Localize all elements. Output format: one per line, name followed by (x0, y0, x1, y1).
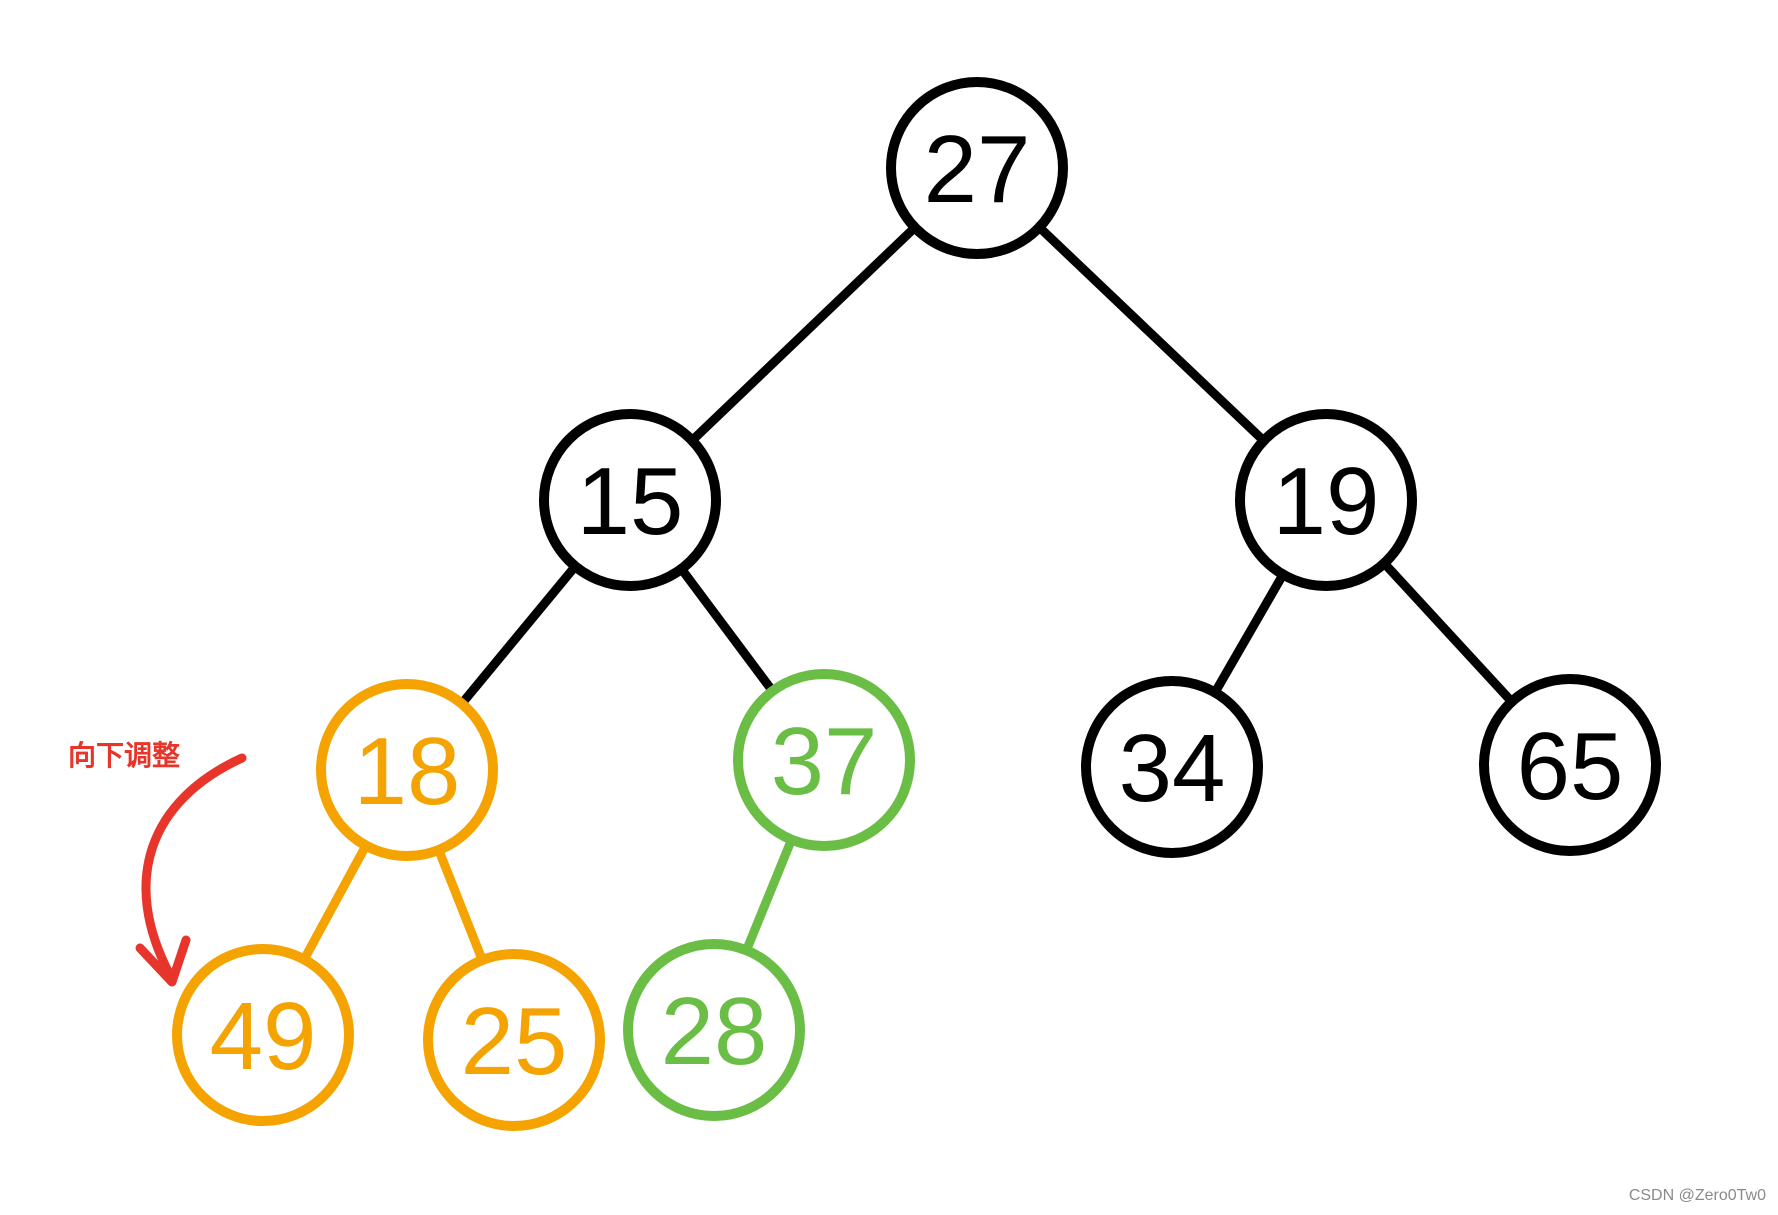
tree-node-value: 37 (771, 708, 878, 815)
tree-node-65: 65 (1479, 674, 1661, 856)
tree-edge-19-65 (1380, 560, 1516, 705)
tree-node-value: 19 (1273, 448, 1380, 555)
curved-down-arrow-icon (135, 753, 247, 987)
tree-edges (300, 224, 1516, 962)
tree-node-circle (623, 939, 805, 1121)
tree-node-25: 25 (423, 949, 605, 1131)
tree-node-value: 15 (577, 448, 684, 555)
tree-node-circle (423, 949, 605, 1131)
tree-node-value: 27 (924, 116, 1031, 223)
tree-node-circle (1479, 674, 1661, 856)
tree-node-37: 37 (733, 669, 915, 851)
tree-node-circle (1081, 676, 1263, 858)
tree-node-28: 28 (623, 939, 805, 1121)
adjust-down-annotation: 向下调整 (68, 739, 247, 987)
tree-edge-19-34 (1211, 572, 1287, 695)
tree-edge-27-19 (1036, 224, 1267, 444)
tree-edge-15-18 (458, 563, 579, 707)
watermark-text: CSDN @Zero0Tw0 (1628, 1187, 1766, 1204)
tree-node-49: 49 (172, 944, 354, 1126)
tree-node-15: 15 (539, 409, 721, 591)
adjust-down-label: 向下调整 (68, 739, 180, 772)
tree-edge-37-28 (742, 837, 796, 953)
tree-node-18: 18 (316, 679, 498, 861)
tree-node-circle (886, 77, 1068, 259)
tree-node-value: 65 (1517, 713, 1624, 820)
tree-node-circle (733, 669, 915, 851)
tree-node-circle (172, 944, 354, 1126)
tree-node-circle (539, 409, 721, 591)
tree-node-34: 34 (1081, 676, 1263, 858)
tree-node-circle (1235, 409, 1417, 591)
tree-node-value: 28 (661, 978, 768, 1085)
tree-node-circle (316, 679, 498, 861)
tree-node-value: 18 (354, 718, 461, 825)
tree-node-19: 19 (1235, 409, 1417, 591)
tree-nodes: 27 15 19 18 37 34 65 49 25 28 (172, 77, 1661, 1131)
tree-edge-18-49 (300, 843, 370, 962)
tree-edge-18-25 (434, 848, 487, 962)
tree-node-value: 49 (210, 983, 317, 1090)
tree-node-27: 27 (886, 77, 1068, 259)
tree-edge-27-15 (689, 224, 918, 444)
tree-node-value: 25 (461, 988, 568, 1095)
tree-node-value: 34 (1119, 715, 1226, 822)
tree-edge-15-37 (677, 566, 777, 694)
